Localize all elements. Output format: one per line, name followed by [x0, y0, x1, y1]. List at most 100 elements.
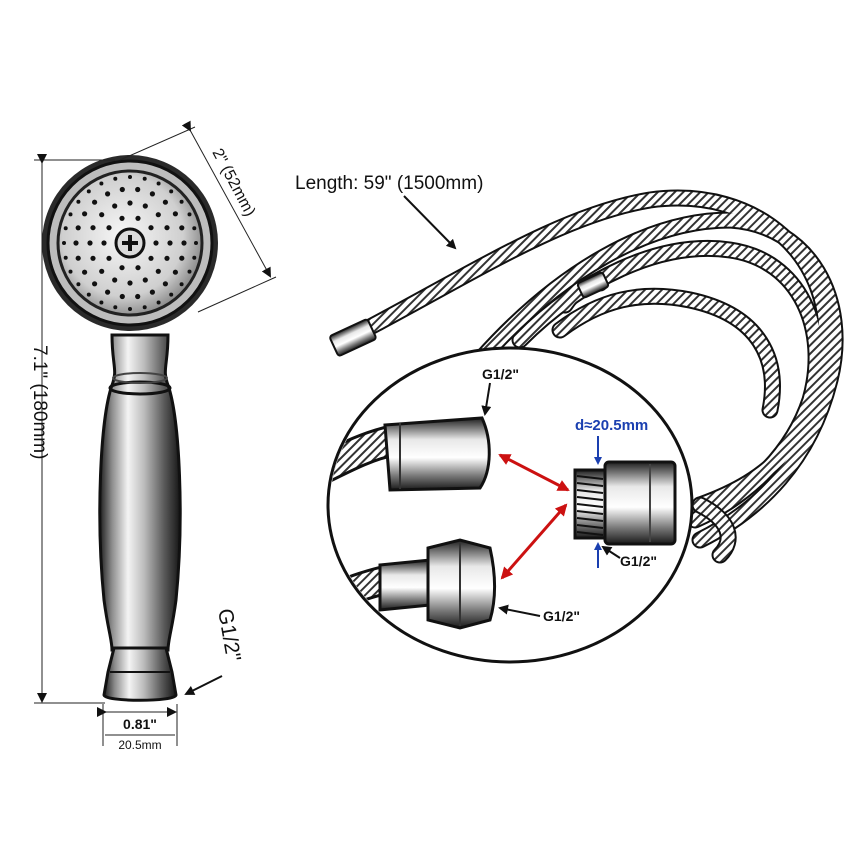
spray-nozzle	[155, 268, 161, 274]
spray-nozzle	[99, 181, 104, 186]
spray-nozzle	[194, 241, 198, 245]
spray-nozzle	[167, 240, 173, 246]
inset-adapter-thread-label: G1/2"	[620, 553, 657, 569]
thread-line	[576, 517, 604, 522]
spray-nozzle	[179, 199, 184, 204]
spray-nozzle	[162, 281, 168, 287]
spray-nozzle	[127, 200, 133, 206]
base-width-mm-label: 20.5mm	[118, 738, 161, 752]
inset-bottom-thread-label: G1/2"	[543, 608, 580, 624]
spray-nozzle	[99, 212, 105, 218]
spray-nozzle	[92, 281, 98, 287]
spray-nozzle	[128, 175, 132, 179]
spray-nozzle	[106, 255, 112, 261]
spray-nozzle	[127, 280, 133, 286]
spray-nozzle	[82, 211, 88, 217]
spray-nozzle	[142, 305, 147, 310]
spray-nozzle	[155, 212, 161, 218]
spray-nozzle	[105, 191, 111, 197]
spray-nozzle	[135, 293, 141, 300]
spray-nozzle	[119, 186, 125, 193]
spray-nozzle	[105, 289, 111, 295]
hose-end-left	[329, 318, 377, 357]
spray-nozzle	[90, 225, 96, 231]
inset-top-thread-label: G1/2"	[482, 366, 519, 382]
dimension-lines	[34, 120, 457, 746]
spray-nozzle	[192, 255, 197, 260]
spray-nozzle	[179, 282, 184, 287]
spray-nozzle	[148, 225, 154, 231]
spray-nozzle	[75, 255, 81, 261]
thread-line	[576, 489, 604, 494]
connection-arrow-top	[498, 453, 570, 492]
spray-nozzle	[162, 199, 168, 205]
spray-nozzle	[172, 269, 178, 275]
hose-length-label: Length: 59" (1500mm)	[295, 173, 483, 194]
inset-diameter-label: d≈20.5mm	[575, 417, 648, 434]
spray-nozzle	[82, 269, 88, 275]
thread-line	[576, 531, 604, 536]
spray-nozzle	[68, 212, 73, 217]
top-hose-fitting	[330, 416, 491, 492]
spray-nozzle	[86, 189, 91, 194]
spray-nozzle	[86, 292, 91, 297]
handheld-shower	[42, 155, 218, 702]
spray-nozzle	[119, 215, 125, 221]
spray-nozzle	[149, 191, 155, 197]
connection-arrow-bottom	[500, 503, 568, 580]
thread-line	[576, 510, 604, 515]
spray-nozzle	[99, 300, 104, 305]
total-length-label: 7.1" (180mm)	[29, 345, 50, 459]
spray-nozzle	[92, 199, 98, 205]
spray-nozzle	[99, 268, 105, 274]
spray-nozzle	[169, 189, 174, 194]
handle-thread-label: G1/2"	[213, 607, 245, 663]
hose-end-right	[576, 271, 610, 299]
spray-nozzle	[142, 203, 148, 209]
spray-nozzle	[164, 255, 170, 261]
spray-nozzle	[148, 255, 154, 261]
shower-head	[42, 155, 218, 331]
spray-nozzle	[106, 225, 112, 231]
spray-nozzle	[179, 225, 185, 231]
spray-nozzle	[119, 265, 125, 271]
spray-nozzle	[62, 241, 66, 245]
spray-nozzle	[172, 211, 178, 217]
spray-nozzle	[149, 289, 155, 295]
base-width-inch-label: 0.81"	[123, 716, 157, 732]
connector-detail-inset: G1/2" d≈20.5mm G1/2" G1/2"	[326, 346, 694, 664]
spray-nozzle	[68, 269, 73, 274]
spray-nozzle	[187, 269, 192, 274]
spray-nozzle	[76, 282, 81, 287]
spray-nozzle	[169, 292, 174, 297]
thread-line	[576, 503, 604, 508]
handle-base	[102, 646, 178, 702]
thread-line	[576, 475, 604, 480]
spray-nozzle	[153, 240, 159, 246]
spray-nozzle	[128, 307, 132, 311]
thread-line	[576, 524, 604, 529]
spray-nozzle	[181, 240, 187, 246]
spray-nozzle	[142, 277, 148, 283]
spray-nozzle	[113, 176, 118, 181]
spray-nozzle	[90, 255, 96, 261]
spray-nozzle	[63, 226, 68, 231]
spray-nozzle	[63, 255, 68, 260]
thread-adapter	[573, 460, 677, 546]
spray-nozzle	[192, 226, 197, 231]
spray-nozzle	[135, 215, 141, 221]
shower-hose	[346, 189, 844, 564]
spray-nozzle	[187, 212, 192, 217]
spray-nozzle	[76, 199, 81, 204]
spray-nozzle	[179, 255, 185, 261]
thread-line	[576, 482, 604, 487]
spray-nozzle	[135, 186, 141, 193]
spray-nozzle	[164, 225, 170, 231]
spray-nozzle	[135, 265, 141, 271]
thread-line	[576, 496, 604, 501]
spray-nozzle	[101, 240, 107, 246]
spray-nozzle	[112, 203, 118, 209]
spray-nozzle	[87, 240, 93, 246]
spray-nozzle	[113, 305, 118, 310]
